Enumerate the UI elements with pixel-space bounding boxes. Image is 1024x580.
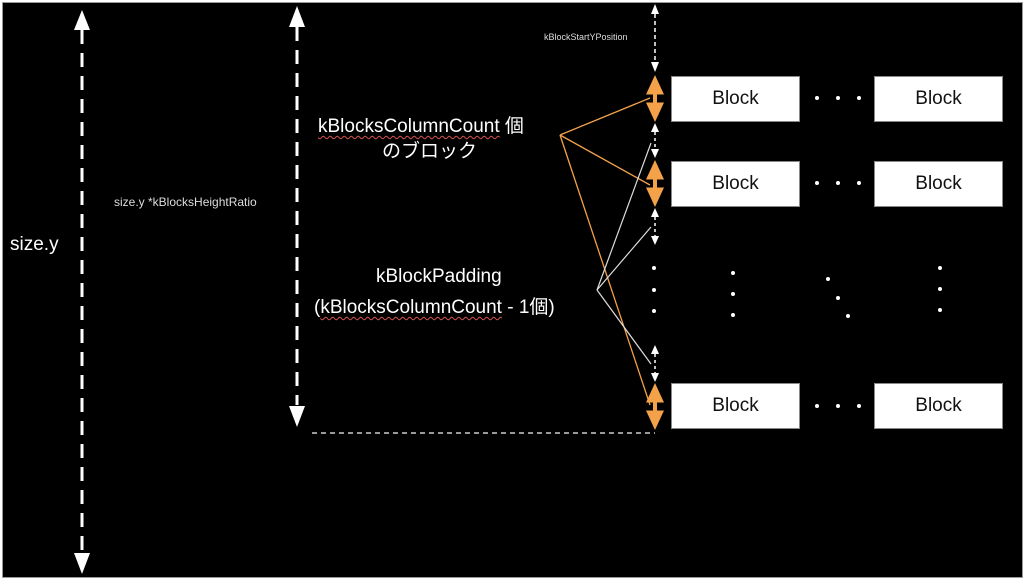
block-height-arrow (646, 383, 664, 430)
padding-label: kBlockPadding (376, 266, 502, 287)
ellipsis-dot (846, 314, 850, 318)
padding-suffix: - 1個) (501, 297, 555, 318)
column-count-label-line2: のブロック (382, 141, 478, 162)
ellipsis-dot (857, 96, 861, 100)
start-y-label: kBlockStartYPosition (544, 32, 628, 42)
arrow-up-icon (74, 10, 90, 30)
block-row3-first: Block (671, 383, 800, 429)
padding-arrow (651, 208, 659, 245)
height-ratio-label: size.y *kBlocksHeightRatio (114, 195, 257, 209)
ellipsis-dot (731, 271, 735, 275)
ellipsis-dot (938, 308, 942, 312)
block-height-arrow (646, 160, 664, 207)
block-height-arrow (646, 75, 664, 122)
ellipsis-dot (836, 296, 840, 300)
ellipsis-dot (938, 266, 942, 270)
column-count-label: kBlocksColumnCount 個 (318, 111, 524, 138)
ellipsis-dot (857, 404, 861, 408)
height-ratio-arrow (289, 6, 305, 427)
ellipsis-dot (836, 96, 840, 100)
start-y-arrow (651, 4, 659, 72)
column-count-connectors (559, 97, 651, 406)
ellipsis-dot (938, 287, 942, 291)
padding-column-count-word: kBlocksColumnCount (320, 297, 502, 318)
padding-connectors (596, 142, 652, 365)
ellipsis-dot (652, 309, 656, 313)
column-count-word: kBlocksColumnCount (318, 116, 500, 137)
size-y-label: size.y (10, 234, 59, 255)
ellipsis-dot (815, 96, 819, 100)
block-row2-first: Block (671, 161, 800, 207)
arrow-down-icon (74, 553, 90, 574)
ellipsis-dot (731, 292, 735, 296)
ellipsis-dot (815, 181, 819, 185)
ellipsis-dot (652, 266, 656, 270)
padding-arrow (651, 123, 659, 158)
ellipsis-dot (836, 404, 840, 408)
padding-label-line2: (kBlocksColumnCount - 1個) (314, 292, 555, 319)
ellipsis-dot (857, 181, 861, 185)
arrow-up-icon (289, 6, 305, 27)
ellipsis-dot (826, 277, 830, 281)
block-row1-first: Block (671, 76, 800, 122)
column-count-suffix: 個 (499, 116, 524, 137)
padding-arrow (651, 345, 659, 382)
ellipsis-dot (731, 313, 735, 317)
ellipsis-dot (815, 404, 819, 408)
block-row2-last: Block (874, 161, 1003, 207)
ellipsis-dot (652, 288, 656, 292)
arrow-down-icon (651, 62, 659, 72)
arrow-up-icon (651, 4, 659, 14)
block-row3-last: Block (874, 383, 1003, 429)
ellipsis-dot (836, 181, 840, 185)
arrow-down-icon (289, 406, 305, 427)
size-y-arrow (74, 10, 90, 574)
block-row1-last: Block (874, 76, 1003, 122)
paren-open: ( (314, 297, 321, 318)
